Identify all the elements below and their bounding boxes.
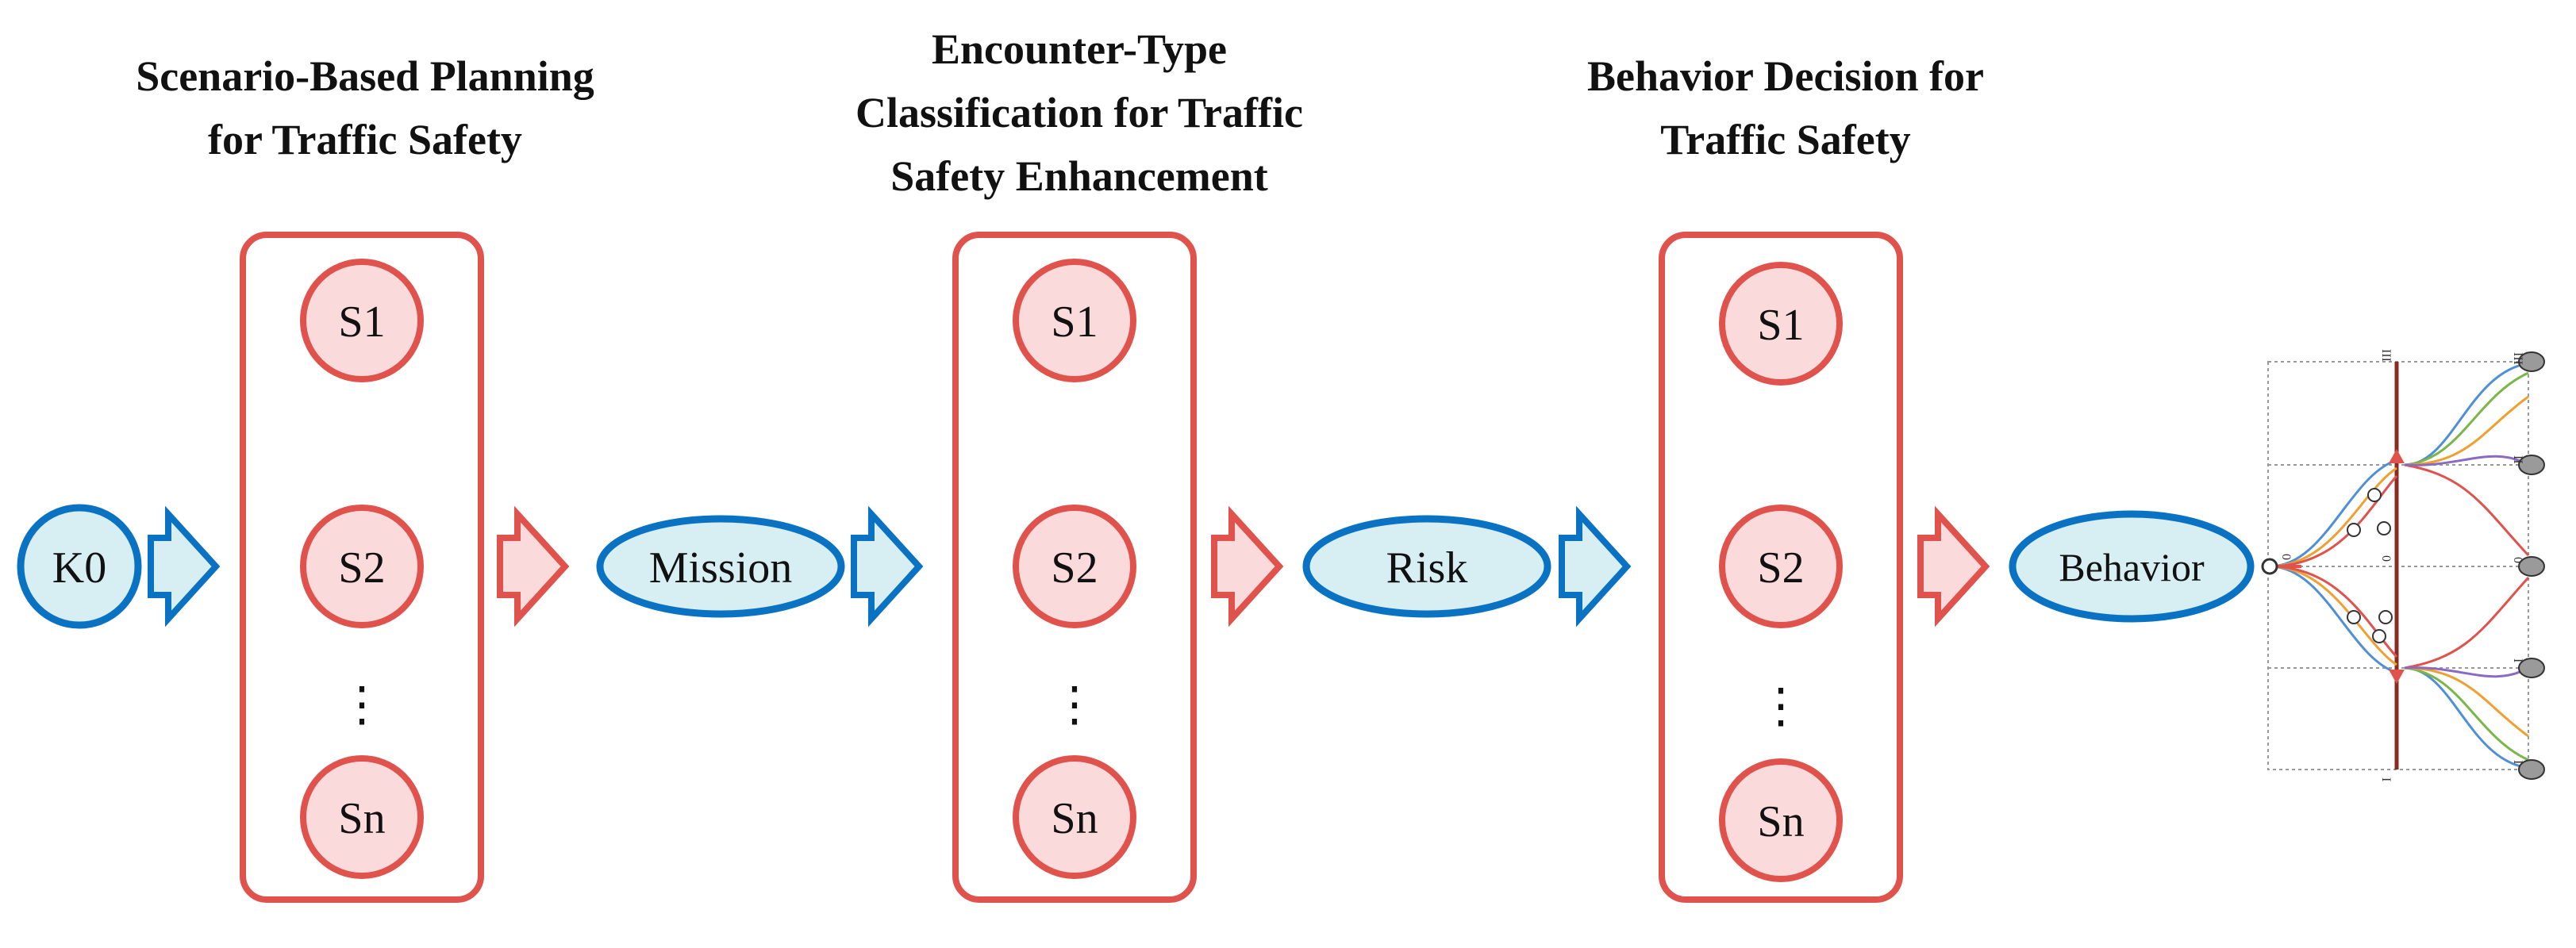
trajectory-label: I (2379, 777, 2393, 781)
trajectory-label: II (2511, 455, 2524, 464)
stage-3-title-line-2: Traffic Safety (1660, 116, 1911, 163)
flow-arrow-icon (1211, 505, 1284, 628)
trajectory-arrow-icon (2389, 449, 2405, 463)
stage-2-scenario-2-label: S2 (1051, 543, 1098, 593)
trajectory-terminal-node (2518, 455, 2545, 475)
start-node: K0 (17, 504, 142, 629)
stage-1-scenario-n-label: Sn (338, 794, 385, 843)
stage-2-scenario-1-label: S1 (1051, 297, 1098, 347)
trajectory-terminal-node (2518, 658, 2545, 678)
stage-2-title: Encounter-Type Classification for Traffi… (802, 17, 1357, 208)
trajectory-curve (2404, 371, 2529, 466)
flow-arrow-icon (1559, 505, 1632, 628)
trajectory-terminal-node (2518, 351, 2545, 372)
trajectory-marker (2347, 610, 2361, 624)
stage-2-scenario-n-label: Sn (1051, 794, 1098, 843)
stage-3-scenario-1-label: S1 (1757, 301, 1804, 350)
trajectory-marker (2367, 488, 2382, 502)
stage-1-scenario-1-label: S1 (338, 297, 385, 347)
trajectory-terminal-node (2518, 556, 2545, 577)
mission-node: Mission (596, 515, 845, 618)
start-node-circle (17, 504, 142, 629)
trajectory-curve (2404, 666, 2529, 738)
stage-2-box: S1 S2 ⋮ Sn (952, 232, 1197, 903)
behavior-node: Behavior (2009, 510, 2255, 623)
stage-3-box: S1 S2 ⋮ Sn (1659, 232, 1903, 903)
trajectory-origin (2261, 558, 2278, 575)
flow-arrow-icon (497, 505, 570, 628)
trajectory-arrow-icon (2389, 670, 2405, 684)
stage-3-scenario-n (1719, 758, 1843, 882)
trajectory-label: III (2511, 352, 2524, 365)
flow-arrow-icon (851, 505, 924, 628)
stage-1-scenario-1 (300, 259, 424, 382)
trajectory-curve (2404, 362, 2529, 466)
behavior-node-label: Behavior (2059, 545, 2205, 589)
stage-2-scenario-1 (1013, 259, 1136, 382)
stage-3-title-line-1: Behavior Decision for (1587, 52, 1984, 100)
trajectory-curve (2269, 565, 2398, 658)
flow-arrow-icon (148, 505, 221, 628)
trajectory-marker (2372, 629, 2386, 643)
trajectory-curve (2404, 666, 2529, 762)
stage-1-scenario-2-label: S2 (338, 543, 385, 593)
risk-node-label: Risk (1386, 543, 1468, 593)
trajectory-curve (2269, 565, 2397, 674)
trajectory-label: III (2379, 349, 2393, 362)
trajectory-curve (2269, 459, 2397, 568)
stage-1-title-line-2: for Traffic Safety (208, 116, 522, 163)
trajectory-label: 0 (2279, 554, 2293, 560)
stage-1-ellipsis: ⋮ (338, 678, 386, 731)
stage-1-scenario-2 (300, 505, 424, 628)
stage-1-scenario-n (300, 755, 424, 879)
trajectory-curve (2269, 565, 2397, 666)
stage-3-scenario-1 (1719, 262, 1843, 386)
behavior-node-ellipse (2009, 510, 2255, 623)
trajectory-label: I (2511, 760, 2524, 764)
trajectory-curve (2404, 666, 2529, 770)
stage-1-title-line-1: Scenario-Based Planning (136, 52, 594, 100)
trajectory-curve (2404, 463, 2530, 557)
stage-2-title-line-3: Safety Enhancement (890, 152, 1268, 200)
trajectory-diagram-icon: III II 0 I I III 0 I 0 (2261, 349, 2545, 781)
start-node-label: K0 (52, 543, 106, 593)
trajectory-label: 0 (2511, 557, 2524, 563)
trajectory-marker (2347, 523, 2361, 537)
trajectory-curve (2404, 666, 2529, 678)
trajectory-marker (2378, 610, 2393, 624)
trajectory-label: 0 (2379, 555, 2393, 562)
trajectory-marker (2377, 521, 2391, 535)
trajectory-curve (2404, 455, 2529, 466)
trajectory-curve (2269, 466, 2397, 568)
risk-node: Risk (1302, 515, 1551, 618)
stage-3-title: Behavior Decision for Traffic Safety (1532, 44, 2040, 171)
mission-node-label: Mission (649, 543, 793, 593)
stage-1-title: Scenario-Based Planning for Traffic Safe… (111, 44, 619, 171)
stage-3-scenario-2-label: S2 (1757, 543, 1804, 593)
stage-3-ellipsis: ⋮ (1757, 680, 1805, 732)
stage-3-scenario-2 (1719, 505, 1843, 628)
stage-3-scenario-n-label: Sn (1757, 797, 1804, 846)
flow-arrow-icon (1917, 505, 1990, 628)
trajectory-terminal-node (2518, 759, 2545, 780)
trajectory-label: I (2511, 658, 2524, 662)
stage-2-title-line-1: Encounter-Type (932, 25, 1227, 73)
trajectory-curve (2404, 576, 2530, 670)
trajectory-curve (2404, 395, 2529, 466)
stage-2-title-line-2: Classification for Traffic (855, 89, 1303, 136)
stage-2-scenario-2 (1013, 505, 1136, 628)
risk-node-ellipse (1302, 515, 1551, 618)
stage-1-box: S1 S2 ⋮ Sn (240, 232, 484, 903)
mission-node-ellipse (596, 515, 845, 618)
stage-2-scenario-n (1013, 755, 1136, 879)
stage-2-ellipsis: ⋮ (1051, 678, 1098, 731)
